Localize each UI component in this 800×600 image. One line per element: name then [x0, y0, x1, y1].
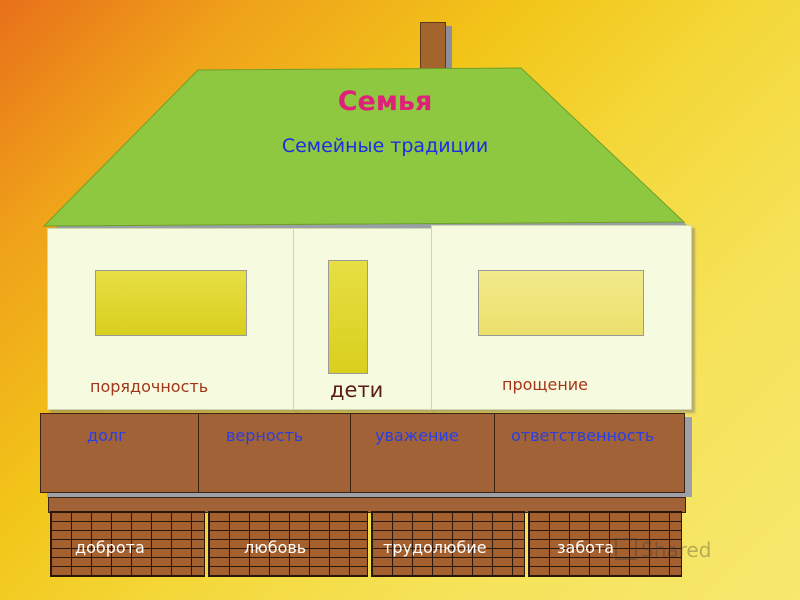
room-middle-label: дети: [330, 378, 384, 402]
watermark: Shared: [615, 538, 711, 562]
beam-divider: [198, 413, 199, 493]
watermark-logo-icon: [615, 538, 637, 560]
foundation-block: [371, 511, 525, 577]
foundation-word: забота: [557, 538, 615, 557]
window-left: [95, 270, 247, 336]
foundation-block: [208, 511, 368, 577]
room-right-label: прощение: [502, 375, 589, 394]
beam-divider: [350, 413, 351, 493]
foundation-word: любовь: [244, 538, 307, 557]
beam-word: уважение: [375, 426, 459, 445]
beam: [40, 413, 685, 493]
foundation-word: трудолюбие: [383, 538, 487, 557]
foundation-block: [50, 511, 205, 577]
door-middle: [328, 260, 368, 374]
beam-word: верность: [226, 426, 304, 445]
beam-word: долг: [87, 426, 127, 445]
room-left-label: порядочность: [90, 377, 209, 396]
beam-word: ответственность: [511, 426, 655, 445]
chimney: [420, 22, 446, 72]
foundation-block: [528, 511, 682, 577]
watermark-text: Shared: [641, 538, 712, 562]
beam-divider: [494, 413, 495, 493]
roof-subtitle: Семейные традиции: [281, 135, 489, 157]
window-right: [478, 270, 644, 336]
roof-title: Семья: [337, 86, 433, 117]
foundation-word: доброта: [75, 538, 145, 557]
